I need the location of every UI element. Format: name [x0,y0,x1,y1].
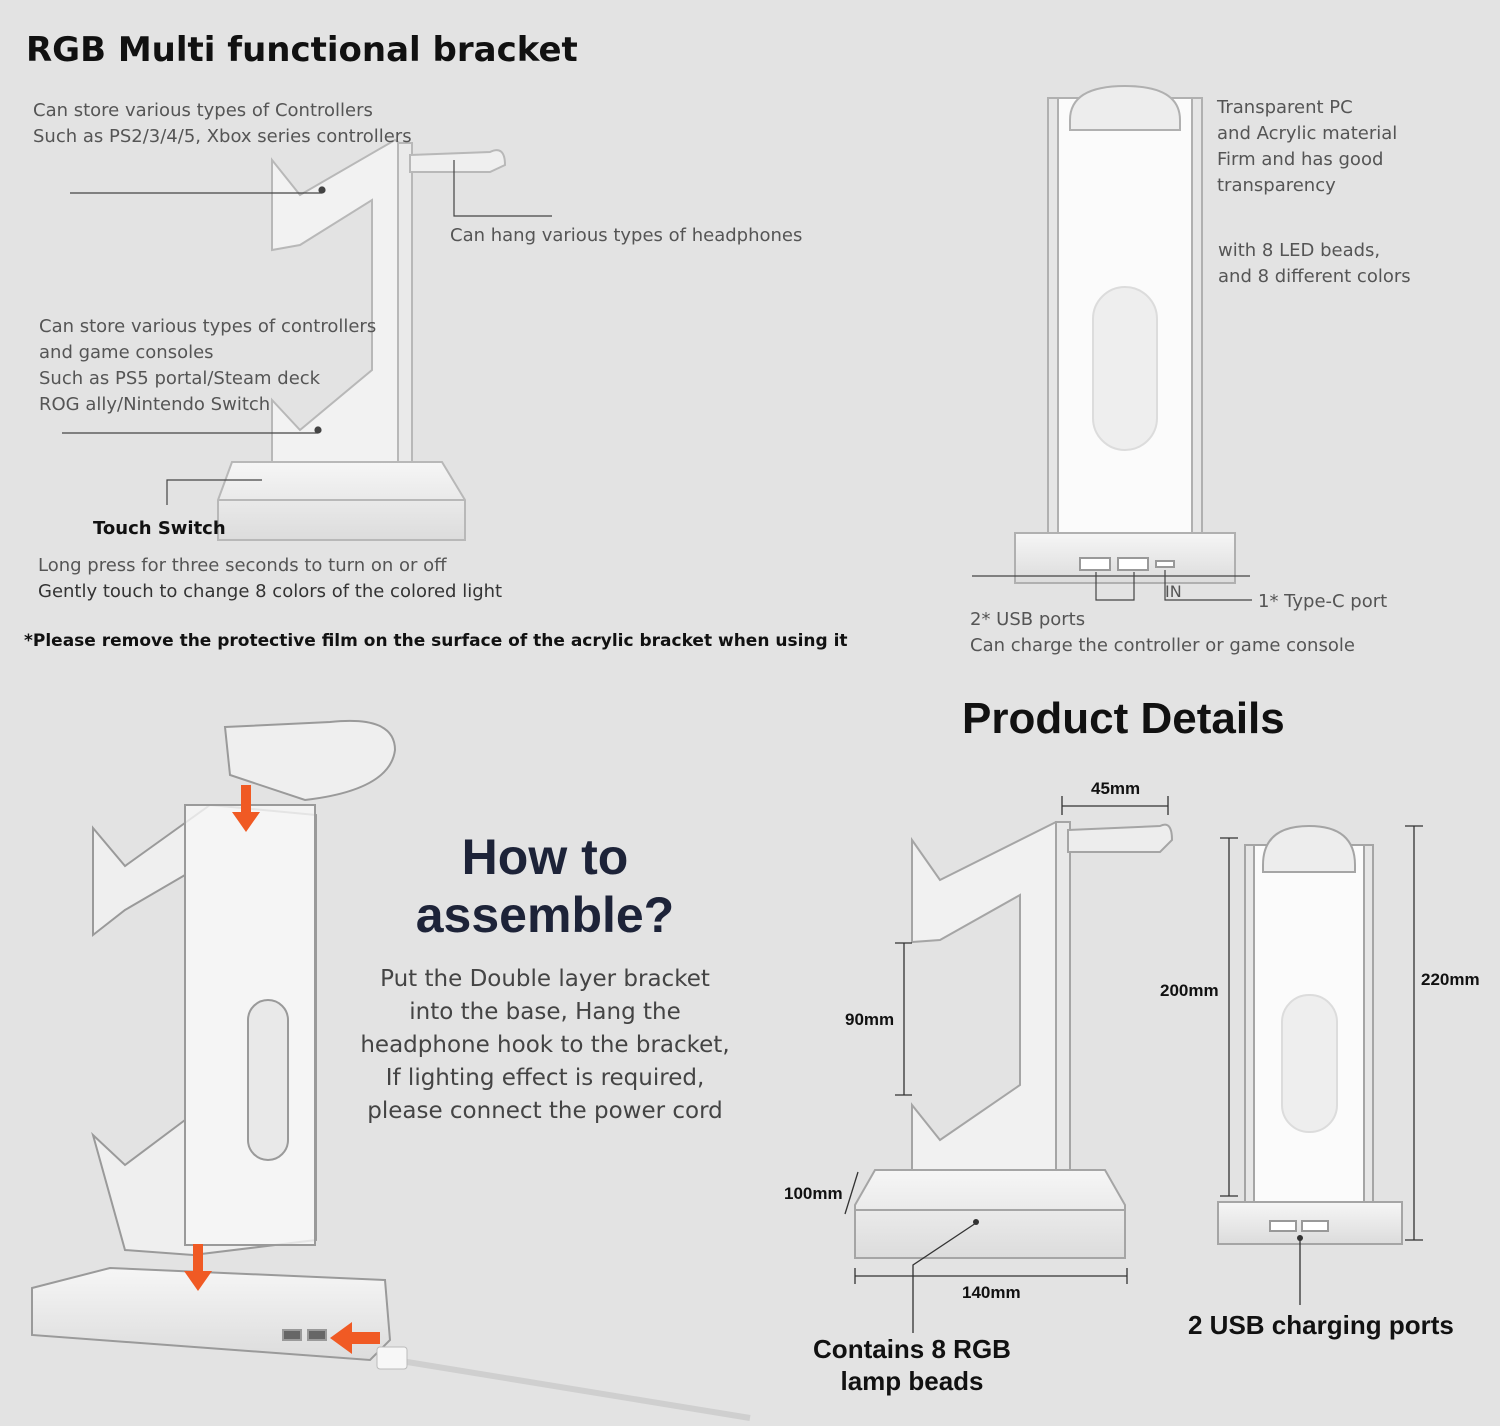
stand-front-view [1014,84,1236,584]
callout-lines-q1 [62,160,552,505]
touch-switch-note: Long press for three seconds to turn on … [38,555,503,602]
power-cable [394,1357,751,1421]
orange-arrows [184,785,380,1354]
consoles-note: Can store various types of controllers a… [39,316,377,415]
detail-side-view [854,820,1174,1259]
product-details-heading: Product Details [962,694,1285,743]
dim-140mm: 140mm [962,1283,1021,1302]
assemble-instructions: Put the Double layer bracket into the ba… [360,966,730,1124]
headphones-note: Can hang various types of headphones [450,225,803,246]
stand-side-view [217,138,507,541]
assemble-heading: How to assemble? [415,829,675,943]
dim-90mm: 90mm [845,1010,895,1029]
typec-label: 1* Type-C port [1258,591,1388,612]
usb-ports-note: 2* USB ports Can charge the controller o… [970,609,1355,656]
film-warning: *Please remove the protective film on th… [24,631,848,651]
usb-charging-ports-label: 2 USB charging ports [1188,1310,1454,1340]
rgb-beads-label: Contains 8 RGB lamp beads [813,1334,1011,1396]
assembly-illustration [31,719,397,1362]
callout-lines-q2 [972,570,1252,601]
usb-plug [376,1346,408,1370]
dimension-lines [844,796,1423,1333]
touch-switch-label: Touch Switch [93,518,226,539]
dim-220mm: 220mm [1421,970,1480,989]
in-label: IN [1165,582,1182,601]
dim-45mm: 45mm [1091,779,1141,798]
bracket-title: RGB Multi functional bracket [26,30,578,70]
dim-200mm: 200mm [1160,981,1219,1000]
led-note: with 8 LED beads, and 8 different colors [1218,240,1411,287]
material-note: Transparent PC and Acrylic material Firm… [1217,97,1398,196]
controllers-note: Can store various types of Controllers S… [33,100,412,147]
detail-front-view [1217,824,1403,1245]
dim-100mm: 100mm [784,1184,843,1203]
